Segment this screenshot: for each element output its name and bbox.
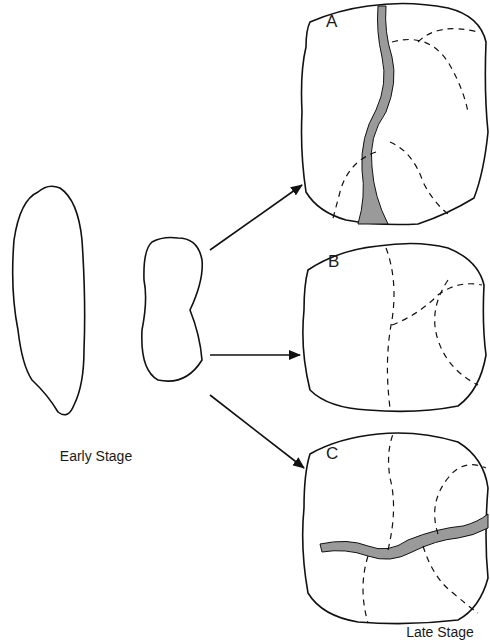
grain-boundary xyxy=(392,40,468,113)
grain-outline xyxy=(142,238,202,382)
grain-boundary-melt xyxy=(320,514,488,559)
grain-drawing xyxy=(298,240,488,415)
grain-boundary xyxy=(332,152,376,222)
grain-drawing xyxy=(298,2,488,227)
grain-boundary-melt xyxy=(358,6,394,224)
grain-boundary xyxy=(386,248,394,408)
grain-boundary xyxy=(435,465,486,534)
late-stage-grain: C xyxy=(298,428,490,626)
grain-boundary xyxy=(390,142,448,214)
grain-boundary xyxy=(418,29,478,42)
stage-arrow xyxy=(210,354,300,356)
grain-boundary xyxy=(363,556,368,623)
stage-label: Late Stage xyxy=(400,624,480,640)
late-stage-grain: A xyxy=(298,2,488,227)
stage-arrow xyxy=(210,185,302,250)
grain-boundary xyxy=(423,546,478,613)
grain-boundary xyxy=(392,284,482,325)
grain-outline xyxy=(303,243,486,411)
early-stage-grains: Early Stage xyxy=(8,180,210,472)
grain-drawing xyxy=(8,180,210,472)
grain-outline xyxy=(13,186,85,415)
late-stage-grain: B xyxy=(298,240,488,415)
grain-letter: A xyxy=(326,12,337,32)
stage-arrow xyxy=(210,395,304,468)
grain-letter: B xyxy=(328,252,339,272)
grain-outline xyxy=(302,3,489,224)
stage-label: Early Stage xyxy=(8,448,184,464)
grain-letter: C xyxy=(326,444,338,464)
grain-boundary xyxy=(388,434,394,550)
grain-outline xyxy=(303,433,488,624)
grain-boundary xyxy=(435,280,478,385)
